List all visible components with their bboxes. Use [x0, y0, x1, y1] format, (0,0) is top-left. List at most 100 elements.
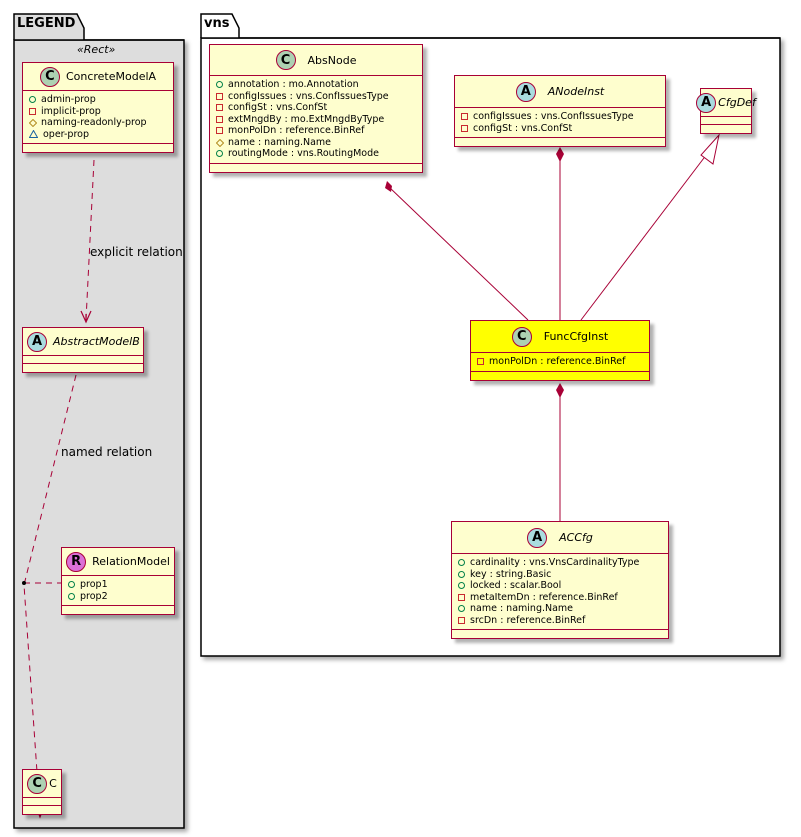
attribute-row: configIssues : vns.ConfIssuesType	[216, 91, 416, 103]
funccfginst-composition-diamond	[556, 383, 564, 398]
attribute-row: oper-prop	[29, 129, 167, 141]
attribute-text: configSt : vns.ConfSt	[473, 122, 573, 134]
method-list	[23, 364, 143, 372]
private-visibility-icon	[461, 113, 468, 121]
method-list	[452, 630, 668, 638]
class-absnode[interactable]: C AbsNode annotation : mo.Annotation con…	[209, 44, 423, 173]
abstract-a-icon: A	[515, 81, 536, 102]
attribute-text: key : string.Basic	[470, 568, 552, 580]
class-abstract-model-b[interactable]: A AbstractModelB	[22, 327, 144, 373]
attribute-row: configSt : vns.ConfSt	[216, 102, 416, 114]
private-visibility-icon	[29, 107, 36, 115]
abstract-a-icon: A	[27, 331, 47, 352]
absnode-funccfginst-edge	[388, 186, 529, 321]
explicit-relation-label: explicit relation	[90, 245, 183, 259]
attribute-row: name : naming.Name	[216, 137, 416, 149]
attribute-row: routingMode : vns.RoutingMode	[216, 148, 416, 160]
class-c-icon: C	[275, 50, 296, 70]
attribute-row: annotation : mo.Annotation	[216, 79, 416, 91]
attribute-list: annotation : mo.Annotation configIssues …	[210, 76, 422, 164]
absnode-composition-diamond	[385, 181, 392, 192]
attribute-row: naming-readonly-prop	[29, 117, 167, 129]
attribute-text: monPolDn : reference.BinRef	[489, 356, 626, 367]
attribute-row: configIssues : vns.ConfIssuesType	[461, 111, 659, 123]
legend-stereotype: «Rect»	[77, 43, 116, 56]
public-visibility-icon	[216, 150, 223, 158]
class-name: RelationModel	[92, 555, 170, 568]
attribute-row: metaItemDn : reference.BinRef	[458, 592, 662, 604]
attribute-row: name : naming.Name	[458, 603, 662, 615]
class-c[interactable]: C C	[22, 769, 62, 815]
class-cfgdef[interactable]: A CfgDef	[696, 88, 756, 134]
attribute-row: srcDn : reference.BinRef	[458, 615, 662, 627]
class-relation-model[interactable]: R RelationModel prop1 prop2	[61, 547, 175, 615]
public-visibility-icon	[216, 81, 223, 89]
class-accfg[interactable]: A ACCfg cardinality : vns.VnsCardinality…	[451, 521, 669, 639]
attribute-text: cardinality : vns.VnsCardinalityType	[470, 557, 640, 568]
class-name: CfgDef	[718, 96, 756, 109]
attribute-text: configIssues : vns.ConfIssuesType	[228, 90, 389, 102]
attribute-list	[23, 798, 61, 806]
attribute-row: configSt : vns.ConfSt	[461, 123, 659, 135]
attribute-text: prop2	[80, 590, 108, 602]
attribute-row: key : string.Basic	[458, 569, 662, 581]
class-header: C ConcreteModelA	[23, 63, 173, 91]
class-name: C	[49, 777, 57, 790]
class-funccfginst[interactable]: C FuncCfgInst monPolDn : reference.BinRe…	[470, 320, 650, 381]
attribute-list: admin-prop implicit-prop naming-readonly…	[23, 91, 173, 144]
attribute-row: implicit-prop	[29, 106, 167, 118]
class-name: AbsNode	[307, 53, 357, 67]
attribute-list: monPolDn : reference.BinRef	[471, 353, 649, 372]
attribute-text: configSt : vns.ConfSt	[228, 102, 328, 113]
class-name: FuncCfgInst	[543, 330, 609, 343]
class-header: C AbsNode	[210, 45, 422, 76]
abstract-a-icon: A	[696, 92, 717, 113]
attribute-list: configIssues : vns.ConfIssuesType config…	[455, 108, 665, 138]
public-visibility-icon	[29, 96, 36, 104]
private-visibility-icon	[216, 104, 223, 112]
private-visibility-icon	[216, 127, 223, 135]
legend-package-outline	[13, 13, 185, 829]
public-visibility-icon	[458, 559, 465, 567]
attribute-text: name : naming.Name	[470, 603, 574, 614]
class-header: A AbstractModelB	[23, 328, 143, 356]
attribute-list: cardinality : vns.VnsCardinalityType key…	[452, 554, 668, 630]
class-header: C FuncCfgInst	[471, 321, 649, 353]
method-list	[23, 144, 173, 152]
protected-visibility-icon	[216, 138, 224, 147]
class-anodeinst[interactable]: A ANodeInst configIssues : vns.ConfIssue…	[454, 75, 666, 147]
attribute-text: configIssues : vns.ConfIssuesType	[473, 111, 634, 122]
attribute-text: annotation : mo.Annotation	[228, 79, 359, 90]
abstract-a-icon: A	[527, 527, 548, 548]
attribute-row: locked : scalar.Bool	[458, 580, 662, 592]
class-concrete-model-a[interactable]: C ConcreteModelA admin-prop implicit-pro…	[22, 62, 174, 153]
class-header: A ACCfg	[452, 522, 668, 554]
attribute-list: prop1 prop2	[62, 576, 174, 606]
public-visibility-icon	[68, 592, 75, 600]
attribute-text: extMngdBy : mo.ExtMngdByType	[228, 113, 385, 125]
method-list	[455, 138, 665, 146]
association-point	[22, 581, 26, 585]
attribute-text: naming-readonly-prop	[41, 117, 147, 128]
private-visibility-icon	[461, 124, 468, 132]
method-list	[471, 372, 649, 380]
cfgdef-generalization-arrow	[700, 133, 720, 165]
attribute-text: monPolDn : reference.BinRef	[228, 125, 365, 136]
private-visibility-icon	[216, 92, 223, 100]
anodeinst-composition-diamond	[556, 147, 564, 162]
method-list	[23, 806, 61, 814]
vns-package-title: vns	[204, 16, 230, 31]
attribute-list	[701, 117, 751, 125]
public-visibility-icon	[458, 570, 465, 578]
private-visibility-icon	[216, 115, 223, 123]
attribute-text: srcDn : reference.BinRef	[470, 614, 586, 626]
class-name: ANodeInst	[547, 85, 605, 98]
attribute-list	[23, 356, 143, 364]
relation-r-icon: R	[66, 551, 87, 572]
attribute-row: monPolDn : reference.BinRef	[216, 125, 416, 137]
class-header: A ANodeInst	[455, 76, 665, 108]
public-visibility-icon	[458, 605, 465, 613]
explicit-relation-edge	[85, 159, 95, 321]
class-c-icon: C	[511, 326, 532, 347]
class-name: ConcreteModelA	[65, 70, 157, 83]
